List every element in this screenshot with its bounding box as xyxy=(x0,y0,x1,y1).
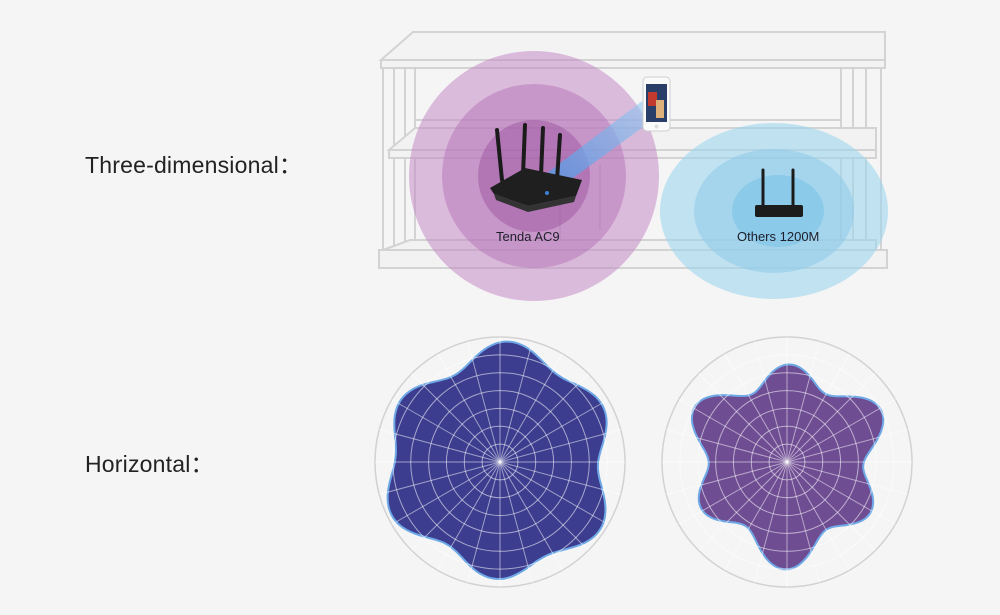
polar-spoke xyxy=(786,461,876,551)
polar-spoke xyxy=(786,341,820,463)
polar-spoke xyxy=(437,461,501,571)
others-horizontal-pattern xyxy=(661,336,913,588)
polar-spoke xyxy=(786,461,908,495)
polar-spoke xyxy=(724,461,788,571)
polar-spoke xyxy=(678,399,788,463)
polar-spoke xyxy=(379,461,501,495)
polar-spoke xyxy=(678,461,788,525)
polar-spoke xyxy=(499,461,563,571)
phone-icon xyxy=(642,76,671,132)
tenda-router-label: Tenda AC9 xyxy=(496,229,560,244)
polar-spoke xyxy=(499,399,609,463)
polar-spoke xyxy=(499,461,621,495)
polar-spoke xyxy=(786,429,908,463)
polar-spoke xyxy=(467,341,501,463)
polar-spoke xyxy=(499,461,609,525)
polar-spoke xyxy=(786,399,896,463)
polar-spoke xyxy=(666,461,788,495)
polar-spoke xyxy=(786,461,820,583)
polar-spoke xyxy=(698,461,788,551)
polar-spoke xyxy=(467,461,501,583)
router-icon xyxy=(490,123,582,212)
polar-spoke xyxy=(379,429,501,463)
polar-spoke xyxy=(499,341,533,463)
polar-spoke xyxy=(437,353,501,463)
polar-spoke xyxy=(499,429,621,463)
polar-spoke xyxy=(786,353,850,463)
polar-spoke xyxy=(499,461,589,551)
polar-spoke xyxy=(724,353,788,463)
signal-beam xyxy=(538,95,664,196)
horizontal-label: Horizontal： xyxy=(85,451,214,477)
tenda-horizontal-pattern xyxy=(374,336,626,588)
three-dimensional-label: Three-dimensional： xyxy=(85,152,303,178)
polar-spoke xyxy=(698,373,788,463)
polar-spoke xyxy=(786,373,876,463)
polar-spoke xyxy=(411,461,501,551)
polar-spoke xyxy=(786,461,850,571)
polar-spoke xyxy=(499,373,589,463)
polar-spoke xyxy=(411,373,501,463)
polar-spoke xyxy=(754,461,788,583)
polar-spoke xyxy=(499,461,533,583)
router-icon xyxy=(755,168,803,217)
polar-spoke xyxy=(499,353,563,463)
polar-spoke xyxy=(666,429,788,463)
polar-spoke xyxy=(786,461,896,525)
polar-spoke xyxy=(391,399,501,463)
polar-spoke xyxy=(754,341,788,463)
others-router-label: Others 1200M xyxy=(737,229,819,244)
polar-spoke xyxy=(391,461,501,525)
